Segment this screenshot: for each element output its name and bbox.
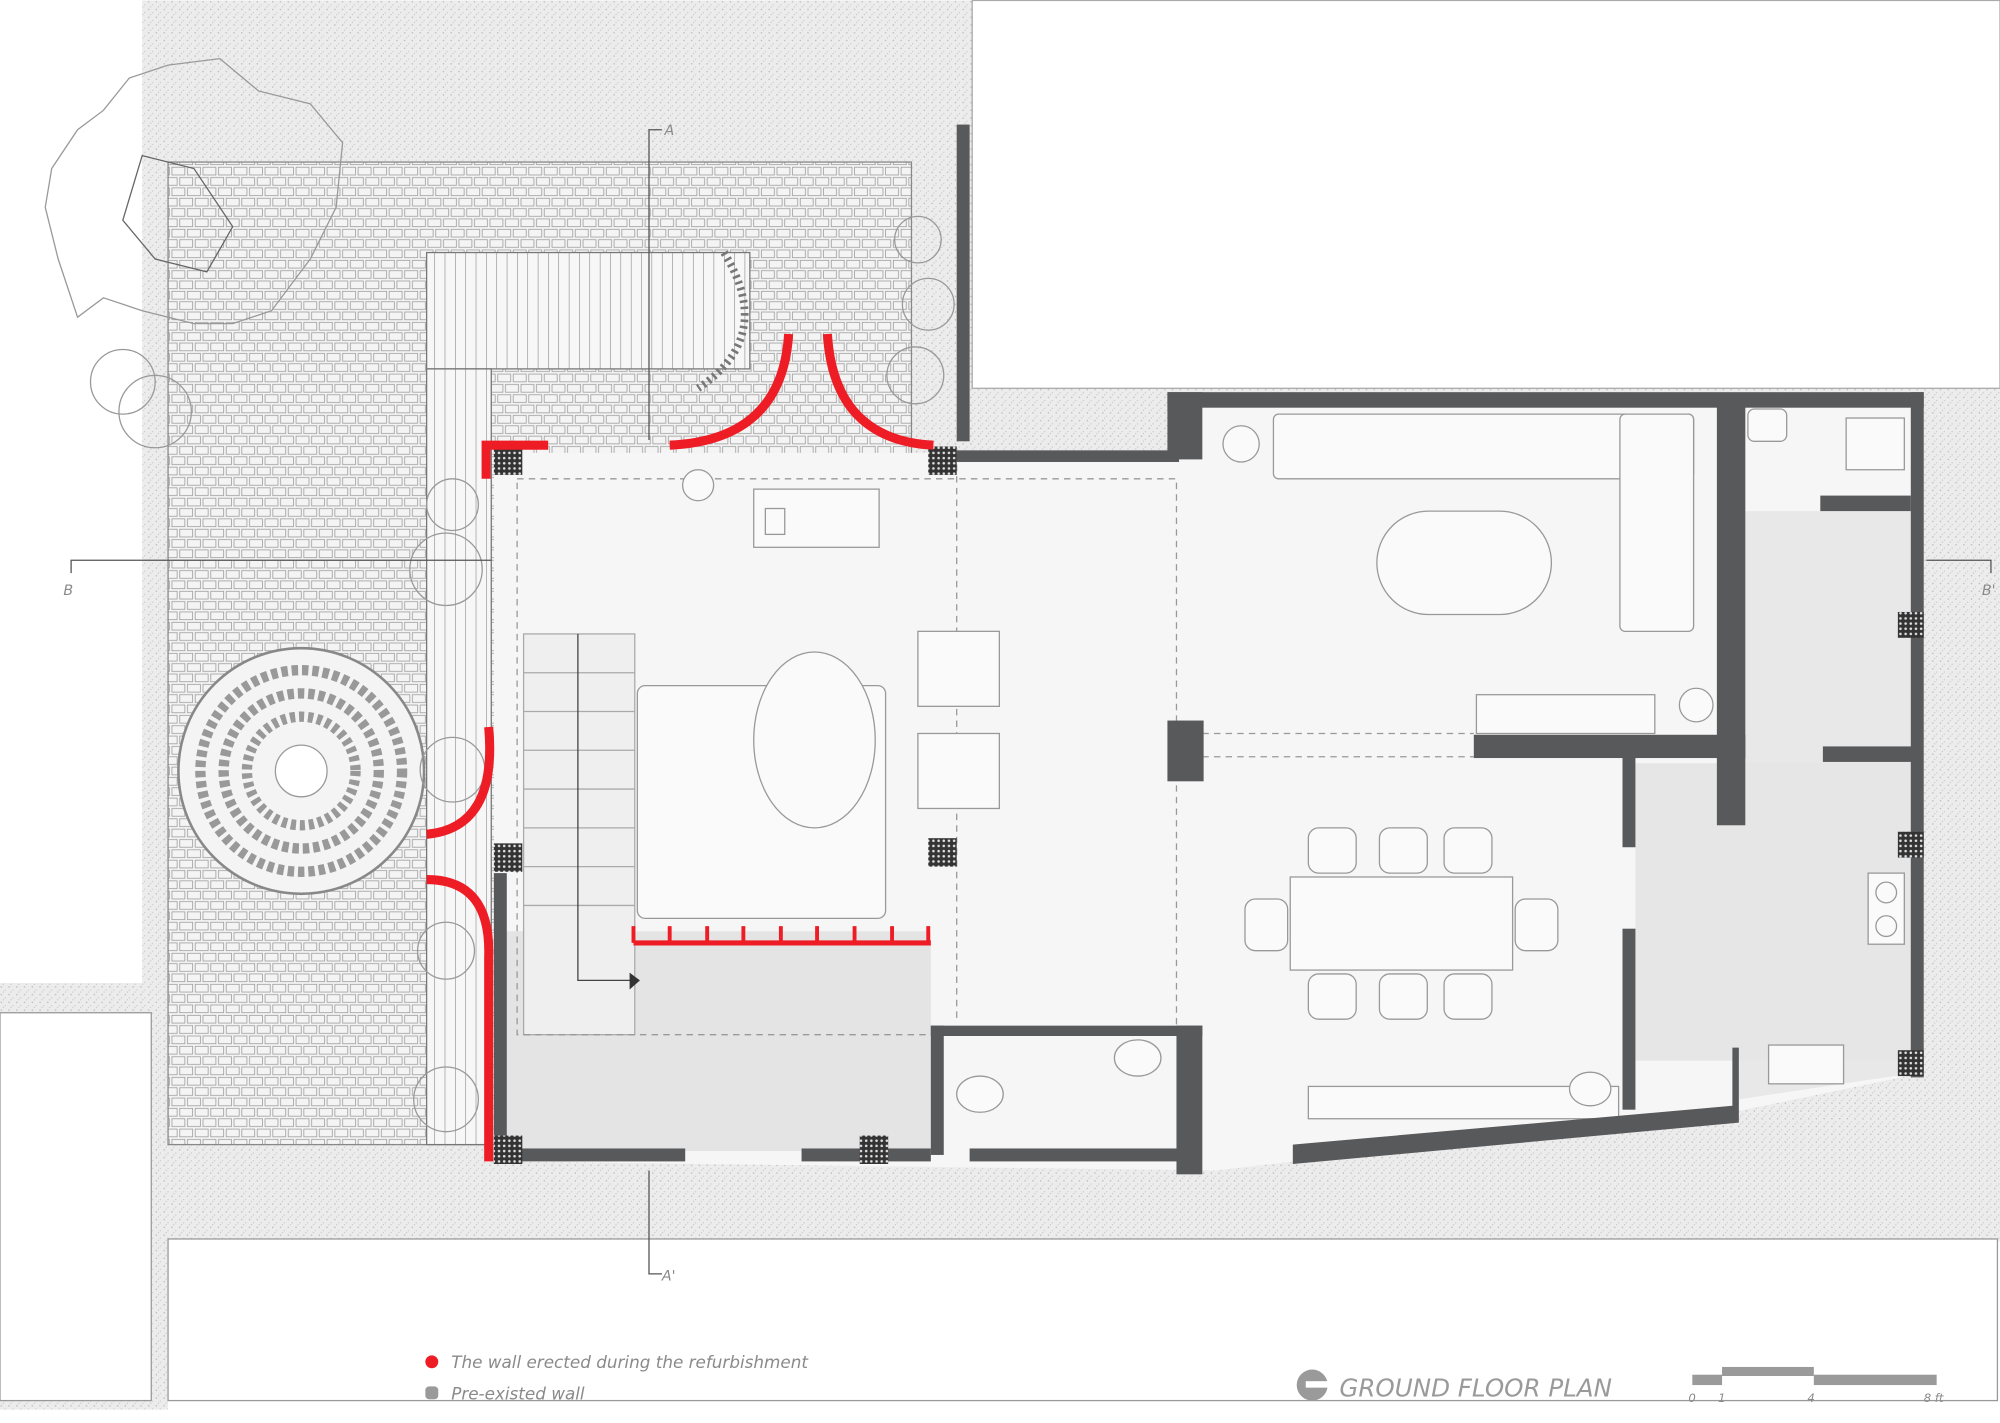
section-markers [70, 129, 1992, 1275]
scale-bar-segment [1813, 1374, 1937, 1386]
section-label-a-prime: A' [661, 1268, 676, 1284]
legend-label-existing-wall: Pre-existed wall [451, 1383, 585, 1403]
legend-swatch-new-wall [425, 1355, 439, 1369]
section-label-a: A [664, 123, 675, 139]
legend: The wall erected during the refurbishmen… [425, 1352, 809, 1403]
trees [44, 57, 955, 1133]
columns [493, 446, 1924, 1164]
scale-label-8: 8 ft [1924, 1391, 1944, 1405]
legend-label-new-wall: The wall erected during the refurbishmen… [451, 1352, 809, 1372]
scale-bar-segment [1722, 1366, 1814, 1377]
section-label-b-prime: B' [1982, 583, 1996, 599]
existing-walls [493, 124, 1924, 1175]
neighbor-building [971, 0, 2000, 389]
new-walls [426, 333, 934, 1162]
scale-label-4: 4 [1807, 1391, 1814, 1405]
furniture [636, 408, 1905, 1120]
plan-title: GROUND FLOOR PLAN [1339, 1374, 1612, 1403]
section-label-b: B [63, 583, 73, 599]
neighbor-lot [0, 1012, 152, 1402]
scale-bar-segment [1692, 1374, 1723, 1386]
scale-label-0: 0 [1688, 1391, 1695, 1405]
circular-paving [177, 646, 426, 896]
building-floor [493, 401, 1920, 1171]
scale-label-1: 1 [1718, 1391, 1725, 1405]
street-strip [167, 1238, 1999, 1402]
legend-swatch-existing-wall [425, 1386, 439, 1400]
title-block: GROUND FLOOR PLAN 0 1 4 8 ft [1296, 1366, 1944, 1405]
